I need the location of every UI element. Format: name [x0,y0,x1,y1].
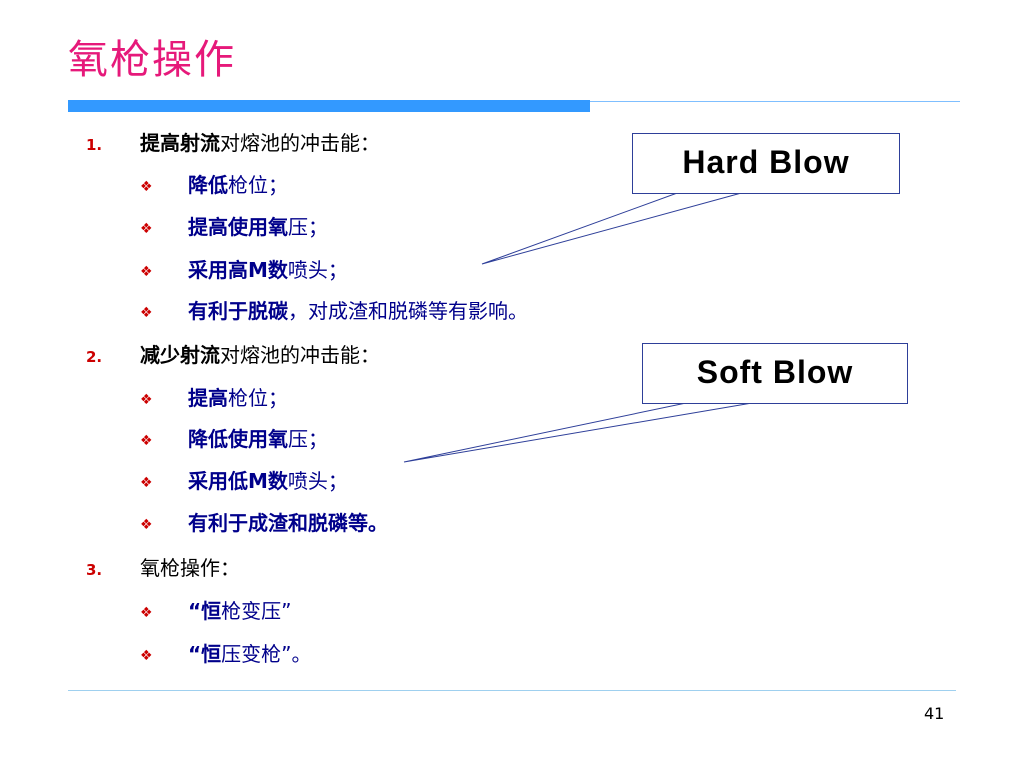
list-item-bold: 有利于脱碳 [188,299,288,323]
section-heading-text: 对熔池的冲击能： [220,343,380,367]
list-item-text: 喷头； [287,469,348,493]
list-item-text: 枪位； [228,173,288,197]
bullet-diamond-icon: ❖ [140,392,153,408]
section-number: 1. [86,136,103,154]
bullet-diamond-icon: ❖ [140,179,153,195]
section-heading-bold: 减少射流 [140,343,220,367]
list-item: 有利于脱碳，对成渣和脱磷等有影响。 [188,296,528,326]
list-item-bold: 降低 [188,173,228,197]
list-item: 降低枪位； [188,170,288,200]
list-item-bold: 有利于成渣和脱磷等。 [188,511,388,535]
footer-rule [68,690,956,691]
list-item: “恒压变枪”。 [188,639,312,669]
list-item-text: 压； [288,427,328,451]
list-item-text: ，对成渣和脱磷等有影响。 [288,299,528,323]
soft-blow-pointer [403,402,753,463]
section-heading: 提高射流对熔池的冲击能： [140,128,380,158]
section-heading-text: 对熔池的冲击能： [220,131,380,155]
bullet-diamond-icon: ❖ [140,605,153,621]
title-accent-bar [68,100,590,112]
section-heading-bold: 提高射流 [140,131,220,155]
list-item-bold: 采用低M数 [188,469,288,493]
bullet-diamond-icon: ❖ [140,221,153,237]
hard-blow-pointer [481,191,746,265]
list-item-text: 枪变压” [221,599,292,623]
soft-blow-callout: Soft Blow [642,343,908,404]
list-item: 降低使用氧压； [188,424,328,454]
list-item-bold: 提高 [188,386,228,410]
section-number: 2. [86,348,103,366]
list-item: “恒枪变压” [188,596,292,626]
list-item-text: 枪位； [228,386,288,410]
list-item-bold: 提高使用氧 [188,215,288,239]
list-item-text: 压变枪”。 [221,642,312,666]
list-item-bold: “恒 [188,599,222,623]
list-item: 采用低M数喷头； [188,466,348,496]
section-heading: 减少射流对熔池的冲击能： [140,340,380,370]
bullet-diamond-icon: ❖ [140,433,153,449]
title-rule [590,101,960,102]
list-item: 采用高M数喷头； [188,255,348,285]
hard-blow-callout: Hard Blow [632,133,900,194]
bullet-diamond-icon: ❖ [140,517,153,533]
list-item-text: 压； [288,215,328,239]
list-item-bold: “恒 [188,642,222,666]
list-item: 有利于成渣和脱磷等。 [188,508,388,538]
section-number: 3. [86,561,103,579]
slide-title: 氧枪操作 [68,37,236,83]
list-item-text: 喷头； [287,258,348,282]
section-heading: 氧枪操作： [140,553,240,583]
list-item: 提高使用氧压； [188,212,328,242]
list-item: 提高枪位； [188,383,288,413]
section-heading-text: 氧枪操作： [140,556,240,580]
list-item-bold: 采用高M数 [188,258,288,282]
bullet-diamond-icon: ❖ [140,264,153,280]
page-number: 41 [924,704,945,723]
bullet-diamond-icon: ❖ [140,648,153,664]
list-item-bold: 降低使用氧 [188,427,288,451]
bullet-diamond-icon: ❖ [140,475,153,491]
bullet-diamond-icon: ❖ [140,305,153,321]
